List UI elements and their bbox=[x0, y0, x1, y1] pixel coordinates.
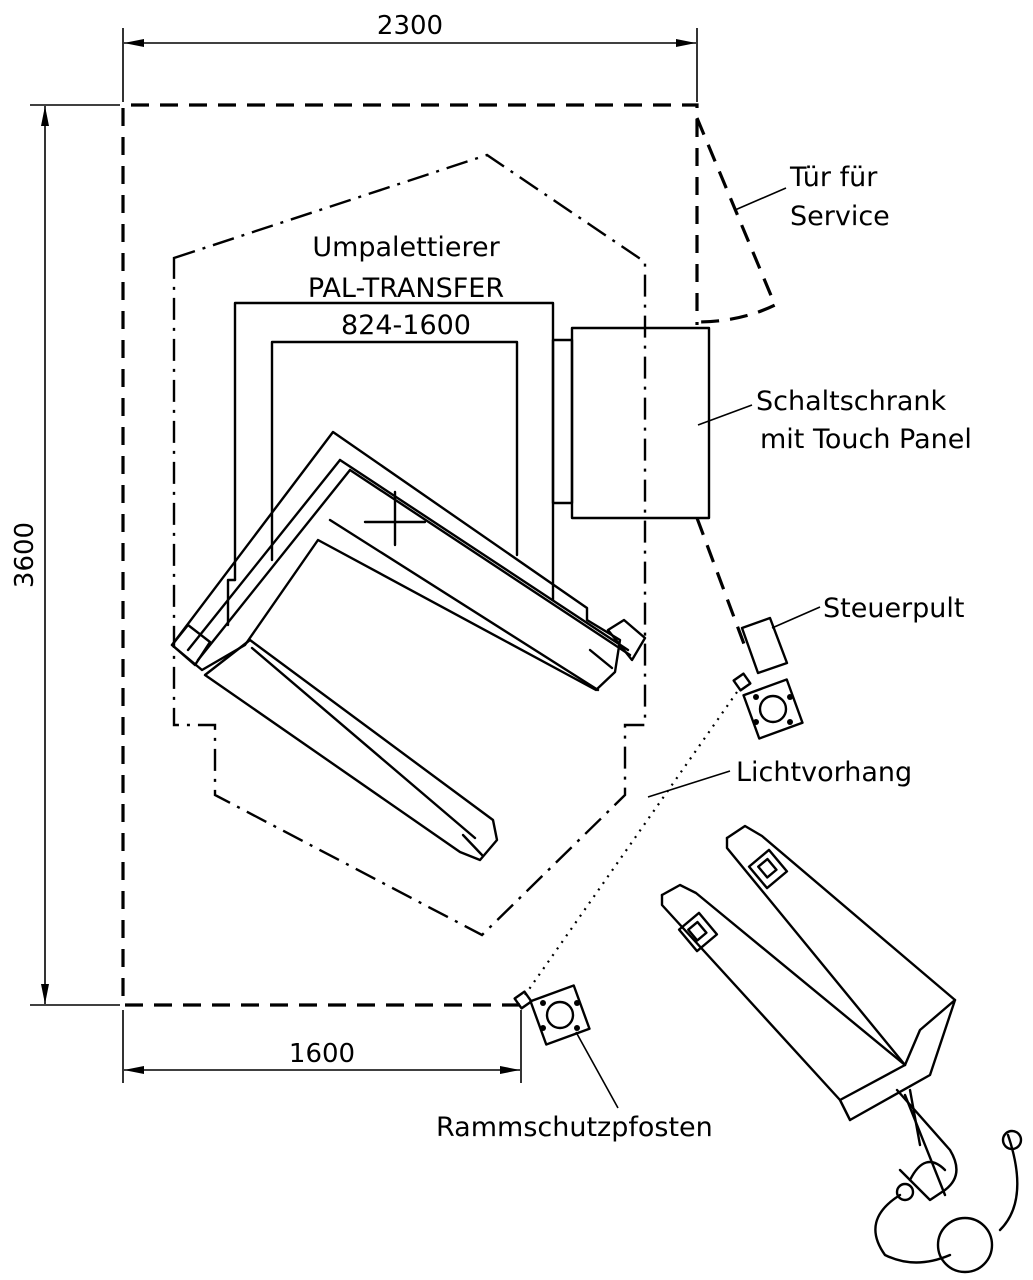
door-label-line2: Service bbox=[790, 201, 890, 232]
bollard-label: Rammschutzpfosten bbox=[436, 1112, 713, 1143]
leader-control-desk bbox=[771, 606, 821, 629]
door-label-line1: Tür für bbox=[789, 162, 878, 193]
dimension-width-partial: 1600 bbox=[122, 1010, 522, 1083]
machine-frame bbox=[226, 301, 555, 627]
light-curtain bbox=[513, 672, 752, 1010]
dimension-height-total: 3600 bbox=[10, 104, 120, 1006]
control-cabinet bbox=[551, 326, 711, 520]
dimension-width-partial-label: 1600 bbox=[289, 1039, 355, 1069]
safety-enclosure bbox=[121, 103, 749, 1007]
bollard-bottom bbox=[529, 984, 591, 1046]
dimension-width-total: 2300 bbox=[122, 11, 698, 102]
machine-model: 824-1600 bbox=[341, 310, 471, 341]
leader-bollard bbox=[575, 1031, 619, 1109]
bollard-top bbox=[742, 678, 804, 740]
cabinet-label-line2: mit Touch Panel bbox=[760, 424, 972, 455]
light-curtain-label: Lichtvorhang bbox=[736, 757, 912, 788]
machine-name: Umpalettierer bbox=[312, 232, 500, 263]
dimension-width-total-label: 2300 bbox=[377, 11, 443, 41]
control-desk bbox=[740, 616, 789, 675]
pallet-truck bbox=[660, 824, 1023, 1274]
dimension-height-total-label: 3600 bbox=[10, 522, 40, 588]
leader-door bbox=[734, 187, 787, 211]
control-desk-label: Steuerpult bbox=[823, 593, 965, 624]
leader-light-curtain bbox=[647, 770, 731, 798]
machine-footprint bbox=[172, 153, 647, 937]
cabinet-label-line1: Schaltschrank bbox=[756, 386, 947, 417]
service-door bbox=[695, 117, 778, 324]
machine-type: PAL-TRANSFER bbox=[308, 273, 504, 304]
leader-cabinet bbox=[697, 404, 753, 426]
pallet-gripper bbox=[170, 430, 647, 862]
